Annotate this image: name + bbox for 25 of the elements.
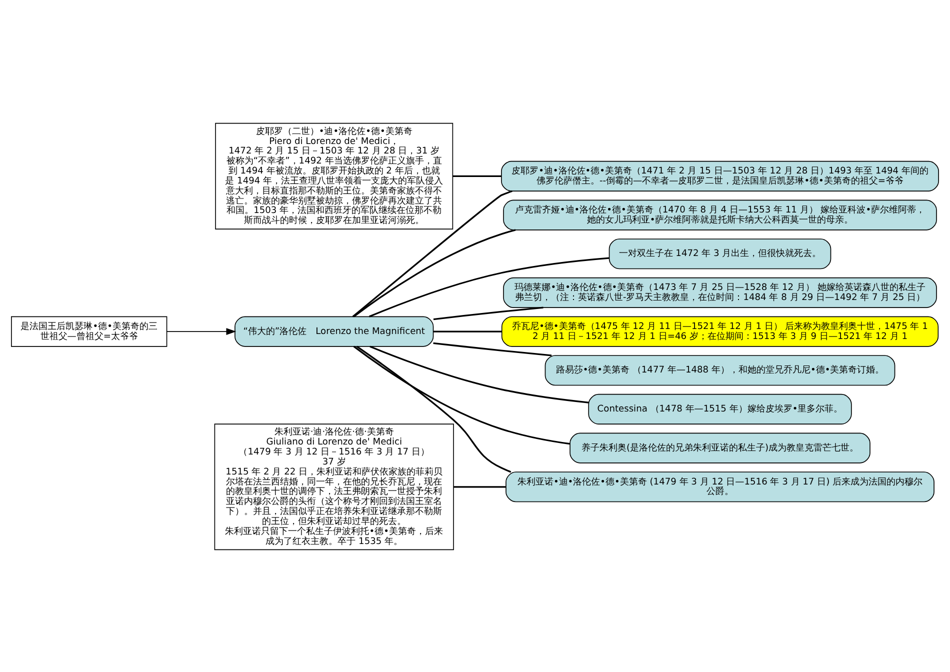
- node-box: 乔瓦尼•德•美第奇（1475 年 12 月 11 日—1521 年 12 月 1 日） 后来称为教皇利奥十世，1475 年 12 月 11 日－1521 年 12 月 1 日=46 岁；在位期间：1513 年 3 月 9 日—1521 年 12 月 1: [501, 316, 939, 346]
- node-box: 玛德莱娜•迪•洛伦佐•德•美第奇（1473 年 7 月 25 日—1528 年 12 月） 她嫁给英诺森八世的私生子弗兰切，（注：英诺森八世-罗马天主教教皇，在位时间：1484 年 8 月 29 日—1492 年 7 月 25 日）: [503, 276, 937, 308]
- node-box: 皮耶罗（二世）•迪•洛伦佐•德•美第奇 Piero di Lorenzo de' Medici， 1472 年 2 月 15 日－1503 年 12 月 28 日，31 岁 被称为“不幸者”，1492 年当选佛罗伦萨正义旗手，直到 1494 年被流放。皮耶罗开始执政的 2 年后，也就是 1494 年，法王查理八世率领着一支庞大的军队侵入意大利，目标直指那不勒斯的王位。美第奇家族不得不逃亡。家族的豪华别墅被劫掠，佛罗伦萨再次建立了共和国。1503 年，法国和西班牙的军队继续在位那不勒斯而战斗的时候，皮耶罗在加里亚诺河溺死。: [215, 122, 454, 229]
- connector: [368, 256, 610, 317]
- connector: [356, 345, 512, 472]
- node-box: 卢克雷齐娅•迪•洛伦佐•德•美第奇（1470 年 8 月 4 日—1553 年 11 月） 嫁给亚科波•萨尔维阿蒂，她的女儿玛利亚•萨尔维阿蒂就是托斯卡纳大公科西莫一世的母亲。: [503, 199, 937, 230]
- connector: [433, 330, 502, 332]
- connector: [433, 342, 552, 356]
- node-box: 一对双生子在 1472 年 3 月出生，但很快就死去。: [608, 238, 832, 269]
- arrow: [166, 328, 236, 335]
- node-box: “伟大的”洛伦佐 Lorenzo the Magnificent: [234, 316, 434, 346]
- connector: [452, 174, 502, 177]
- connector: [433, 306, 544, 320]
- connector: [454, 486, 506, 488]
- connector: [353, 345, 570, 444]
- node-box: 是法国王后凯瑟琳•德•美第奇的三世祖父—曾祖父=太爷爷: [11, 316, 168, 346]
- node-box: 朱利亚诺•迪•洛伦佐•德•美第奇 (1479 年 3 月 12 日—1516 年 3 月 17 日) 后来成为法国的内穆尔公爵。: [506, 471, 934, 502]
- connector: [370, 345, 589, 403]
- node-box: Contessina （1478 年—1515 年）嫁给皮埃罗•里多尔菲。: [588, 393, 852, 424]
- node-box: 朱利亚诺·迪·洛伦佐·德·美第奇 Giuliano di Lorenzo de' Medici （1479 年 3 月 12 日－1516 年 3 月 17 日） 37 岁 1515 年 2 月 22 日，朱利亚诺和萨伏依家族的菲莉贝尔塔在法兰西结婚，同一年，在他的兄长乔瓦尼，现在的教皇利奥十世的调停下，法王弗朗索瓦一世授予朱利亚诺内穆尔公爵的头衔（这个称号才刚回到法国王室名下）。并且，法国似乎正在培养朱利亚诺继承那不勒斯的王位，但朱利亚诺却过早的死去。 朱利亚诺只留下一个私生子伊波利托•德•美第奇，后来成为了红衣主教。卒于 1535 年。: [214, 423, 454, 550]
- connector: [353, 228, 516, 317]
- node-box: 皮耶罗•迪•洛伦佐•德•美第奇（1471 年 2 月 15 日—1503 年 12 月 28 日）1493 年至 1494 年间的佛罗伦萨僭主。--倒霉的—不幸者—皮耶罗二世，是法国皇后凯瑟琳•德•美第奇的祖父=爷爷: [501, 160, 939, 191]
- connector: [352, 190, 512, 317]
- node-box: 养子朱利奥(是洛伦佐的兄弟朱利亚诺的私生子)成为教皇克雷芒七世。: [570, 432, 870, 463]
- node-box: 路易莎•德•美第奇 （1477 年—1488 年），和她的堂兄乔凡尼•德•美第奇订婚。: [544, 354, 896, 386]
